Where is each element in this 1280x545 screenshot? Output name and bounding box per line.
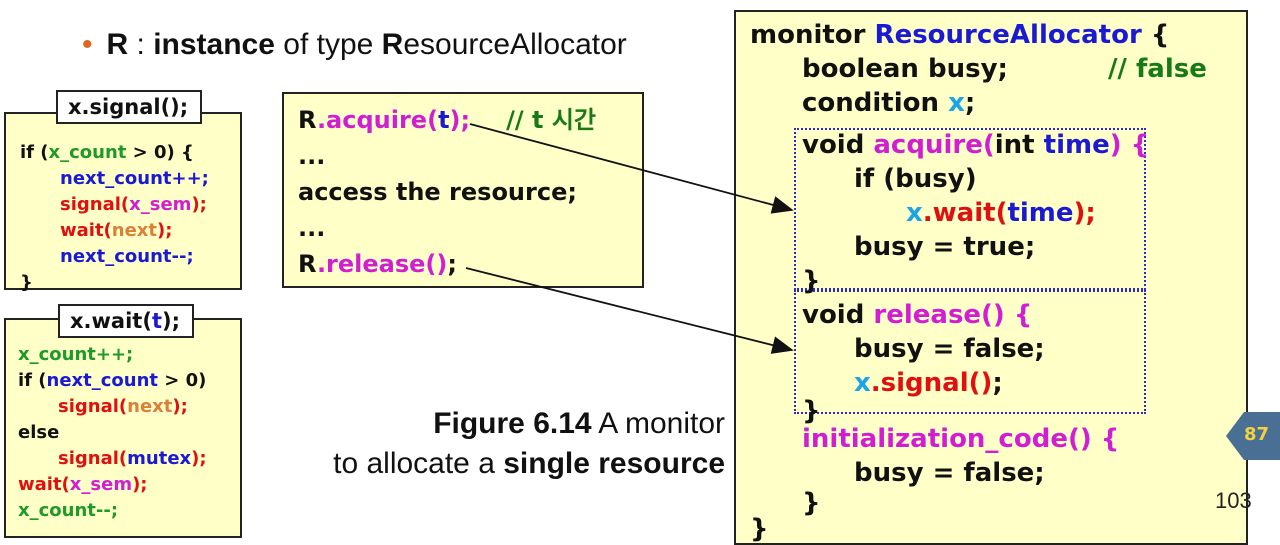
monitor-line-xsignal: x.signal(); xyxy=(854,368,1003,398)
usage-code: R.acquire(t);// t 시간 ... access the reso… xyxy=(298,102,596,282)
release-dotted-frame xyxy=(794,290,1146,414)
signal-line-4: wait(next); xyxy=(60,220,173,241)
wait-line-6: wait(x_sem); xyxy=(18,474,148,495)
monitor-line-condition: condition x; xyxy=(802,88,976,118)
bullet-dot-icon: • xyxy=(82,28,93,61)
monitor-line-header: monitor ResourceAllocator { xyxy=(750,20,1170,50)
monitor-line-init-busyfalse: busy = false; xyxy=(854,458,1045,488)
signal-line-5: next_count--; xyxy=(60,246,194,267)
release-arrow xyxy=(465,267,794,354)
bullet-class-rest: esourceAllocator xyxy=(403,28,627,61)
acquire-arrow xyxy=(469,123,794,214)
usage-code-box: R.acquire(t);// t 시간 ... access the reso… xyxy=(282,92,644,288)
monitor-line-busyfalse: busy = false; xyxy=(854,334,1045,364)
usage-line-ellipsis-2: ... xyxy=(298,214,326,242)
wait-line-1: x_count++; xyxy=(18,344,134,365)
wait-line-2: if (next_count > 0) xyxy=(18,370,207,391)
page-badge[interactable]: 87 xyxy=(1226,412,1280,460)
wait-box-title: x.wait(t); xyxy=(58,304,194,338)
signal-line-3: signal(x_sem); xyxy=(60,194,207,215)
signal-code: if (x_count > 0) { next_count++; signal(… xyxy=(20,140,209,296)
caption-line-2: to allocate a single resource xyxy=(333,447,725,480)
signal-line-1: if (x_count > 0) { xyxy=(20,142,194,163)
signal-box-title: x.signal(); xyxy=(56,90,202,124)
wait-line-4: else xyxy=(18,422,60,443)
usage-line-acquire: R.acquire(t);// t 시간 xyxy=(298,106,596,134)
bullet-instance: instance xyxy=(153,28,275,61)
wait-code-box: x.wait(t); x_count++; if (next_count > 0… xyxy=(4,304,242,538)
bullet-r2: R xyxy=(381,28,404,61)
signal-code-box: x.signal(); if (x_count > 0) { next_coun… xyxy=(4,90,242,293)
usage-line-access: access the resource; xyxy=(298,178,577,206)
monitor-line-acquire: void acquire(int time) { xyxy=(802,130,1150,160)
connector-arrows xyxy=(465,123,794,354)
usage-line-release: R.release(); xyxy=(298,250,457,278)
monitor-line-init: initialization_code() { xyxy=(802,424,1120,454)
signal-line-6: } xyxy=(20,272,33,293)
monitor-line-ifbusy: if (busy) xyxy=(854,164,977,194)
monitor-code-box: monitor ResourceAllocator { boolean busy… xyxy=(734,10,1248,545)
monitor-line-close-init: } xyxy=(802,488,821,518)
wait-line-3: signal(next); xyxy=(58,396,188,417)
page-number: 103 xyxy=(1215,488,1252,513)
acquire-dotted-frame xyxy=(794,128,1146,290)
figure-caption: Figure 6.14 A monitor to allocate a sing… xyxy=(333,404,725,484)
bullet-colon: : xyxy=(128,28,154,61)
monitor-line-close-acquire: } xyxy=(802,266,821,296)
monitor-code: monitor ResourceAllocator { boolean busy… xyxy=(750,18,1207,542)
badge-label: 87 xyxy=(1244,424,1270,445)
wait-line-5: signal(mutex); xyxy=(58,448,207,469)
wait-code: x_count++; if (next_count > 0) signal(ne… xyxy=(18,342,207,524)
signal-line-2: next_count++; xyxy=(60,168,209,189)
bullet-r: R xyxy=(106,28,129,61)
badge-arrow-icon xyxy=(1226,412,1280,460)
usage-line-ellipsis-1: ... xyxy=(298,142,326,170)
monitor-line-busytrue: busy = true; xyxy=(854,232,1036,262)
monitor-line-busy: boolean busy;// false xyxy=(802,54,1207,84)
monitor-line-xwait: x.wait(time); xyxy=(906,198,1096,228)
bullet-instance-line: • R : instance of type ResourceAllocator xyxy=(82,28,627,62)
monitor-line-release: void release() { xyxy=(802,300,1033,330)
monitor-line-close-release: } xyxy=(802,396,821,426)
wait-line-7: x_count--; xyxy=(18,500,119,521)
bullet-of-type: of type xyxy=(274,28,382,61)
caption-line-1: Figure 6.14 A monitor xyxy=(433,407,725,440)
